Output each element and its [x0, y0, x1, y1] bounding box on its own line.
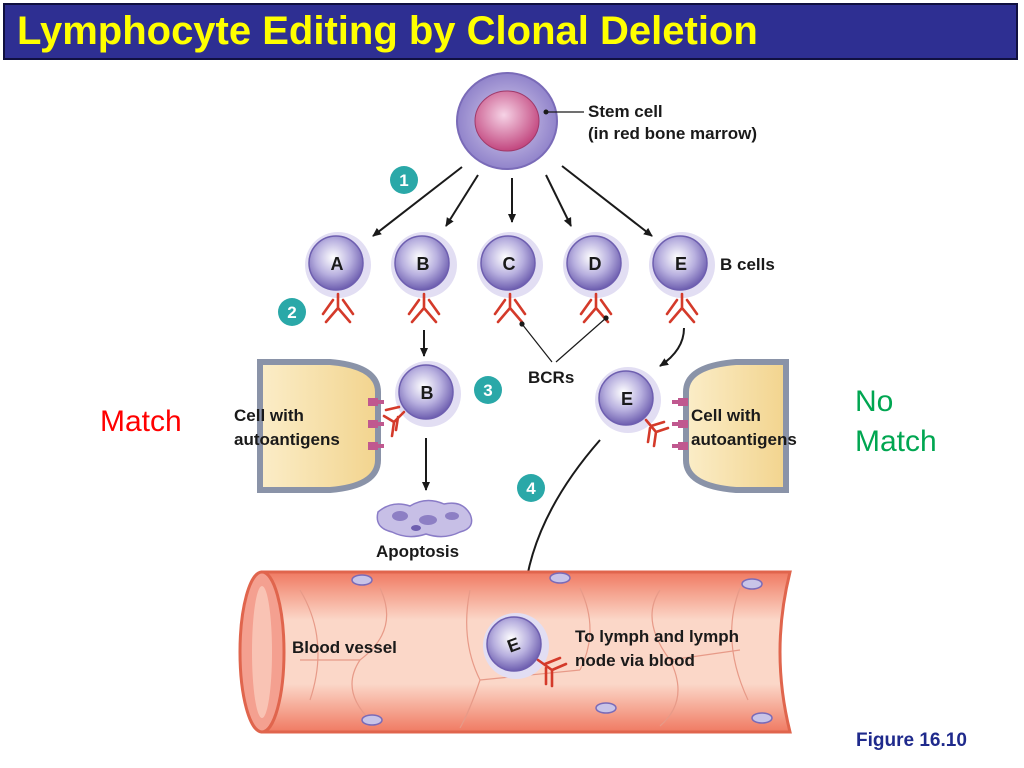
- cell-letter-b: B: [417, 254, 430, 274]
- host-cell-right: [672, 359, 789, 493]
- arrow-e-to-test: [659, 327, 685, 367]
- bcr-d: [579, 292, 613, 324]
- match-label: Match: [100, 405, 182, 438]
- bcr-a: [321, 292, 355, 324]
- blood-vessel-label: Blood vessel: [292, 638, 397, 657]
- apoptotic-cell: [376, 499, 473, 538]
- to-lymph-label-line2: node via blood: [575, 651, 695, 670]
- bcrs-pointer-lines: [519, 315, 609, 363]
- figure-label: Figure 16.10: [856, 730, 967, 751]
- step-2-number: 2: [287, 303, 296, 322]
- step-4-badge: 4: [517, 474, 545, 502]
- stem-cell-label-line1: Stem cell: [588, 102, 663, 121]
- step-4-number: 4: [526, 479, 536, 498]
- endothelial-nuclei: [351, 572, 773, 726]
- right-autoantigens-label: autoantigens: [691, 430, 797, 449]
- step-2-badge: 2: [278, 298, 306, 326]
- no-match-line2: Match: [855, 425, 937, 458]
- host-cell-left: [257, 359, 384, 493]
- cell-letter-a: A: [331, 254, 344, 274]
- autoantigens-left: [368, 398, 384, 450]
- step-3-badge: 3: [474, 376, 502, 404]
- b-cell-d: D: [563, 232, 629, 298]
- differentiation-arrows: [372, 165, 653, 237]
- bound-cell-letter-b: B: [421, 383, 434, 403]
- b-cell-row: A B C D E: [305, 232, 715, 298]
- cell-letter-d: D: [589, 254, 602, 274]
- step-1-number: 1: [399, 171, 408, 190]
- stem-cell: [456, 72, 584, 170]
- stem-cell-label-line2: (in red bone marrow): [588, 124, 757, 143]
- b-cell-b: B: [391, 232, 457, 298]
- e-cell-unbound: E: [595, 367, 670, 448]
- bcr-e: [665, 292, 699, 324]
- no-match-line1: No: [855, 385, 894, 418]
- cell-letter-c: C: [503, 254, 516, 274]
- unbound-cell-letter-e: E: [621, 389, 633, 409]
- bcr-c: [493, 292, 527, 324]
- bcr-b: [407, 292, 441, 324]
- autoantigens-right: [672, 398, 688, 450]
- bcr-receptors: [321, 292, 699, 324]
- e-cell-in-vessel: E: [483, 613, 568, 688]
- title-bar: Lymphocyte Editing by Clonal Deletion: [3, 3, 1018, 60]
- step-3-number: 3: [483, 381, 492, 400]
- left-cell-with-label: Cell with: [234, 406, 304, 425]
- vessel-cell-junctions: [299, 587, 749, 729]
- b-cell-a: A: [305, 232, 371, 298]
- slide-title: Lymphocyte Editing by Clonal Deletion: [17, 9, 758, 53]
- right-cell-with-label: Cell with: [691, 406, 761, 425]
- b-cell-bound: B: [382, 361, 461, 438]
- to-lymph-label-line1: To lymph and lymph: [575, 627, 739, 646]
- b-cells-label: B cells: [720, 255, 775, 274]
- cell-letter-e: E: [675, 254, 687, 274]
- no-match-label: No Match: [855, 382, 937, 462]
- b-cell-e: E: [649, 232, 715, 298]
- bcrs-label: BCRs: [528, 368, 574, 387]
- step-1-badge: 1: [390, 166, 418, 194]
- left-autoantigens-label: autoantigens: [234, 430, 340, 449]
- b-cell-c: C: [477, 232, 543, 298]
- apoptosis-label: Apoptosis: [376, 542, 459, 561]
